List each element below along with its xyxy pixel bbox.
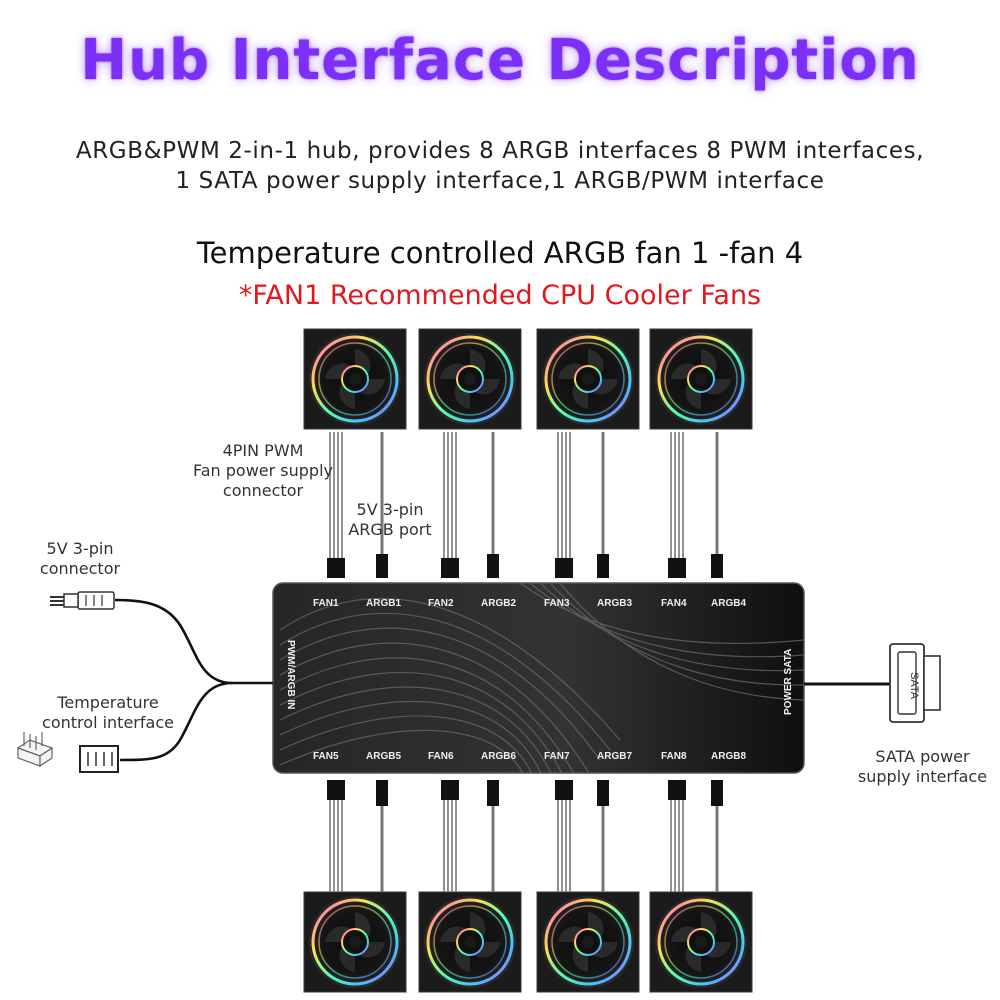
fan-5-icon <box>302 890 408 994</box>
port-label-argb2: ARGB2 <box>481 598 516 609</box>
fan-6-icon <box>417 890 523 994</box>
port-label-fan5: FAN5 <box>313 751 339 762</box>
temperature-interface-label-line-1: Temperature <box>57 693 159 712</box>
sata-plug-label: SATA <box>908 672 920 700</box>
diagram-subtitle: Temperature controlled ARGB fan 1 -fan 4 <box>196 236 804 270</box>
temperature-interface-label: Temperature control interface <box>28 693 188 733</box>
temperature-interface-label-line-2: control interface <box>42 713 174 732</box>
fan-3-icon <box>535 327 641 431</box>
argb-port-label-line-2: ARGB port <box>348 520 432 539</box>
hub-power-side-label: POWER SATA <box>783 649 794 715</box>
port-label-fan8: FAN8 <box>661 751 687 762</box>
hub-body: FAN1 ARGB1 FAN2 ARGB2 FAN3 ARGB3 FAN4 AR… <box>272 582 805 774</box>
page-title: Hub Interface Description <box>80 28 920 93</box>
description-line-1: ARGB&PWM 2-in-1 hub, provides 8 ARGB int… <box>75 138 925 164</box>
sata-interface-label-line-1: SATA power <box>875 747 970 766</box>
port-label-argb8: ARGB8 <box>711 751 746 762</box>
port-label-fan2: FAN2 <box>428 598 454 609</box>
motherboard-header-icon <box>16 732 54 768</box>
bottom-connectors <box>327 780 723 806</box>
hub-bottom-port-labels: FAN5 ARGB5 FAN6 ARGB6 FAN7 ARGB7 FAN8 AR… <box>313 751 746 762</box>
top-cables <box>329 432 719 560</box>
input-y-cable <box>114 598 273 762</box>
bottom-cables <box>329 800 719 892</box>
sata-cable: SATA <box>804 643 941 723</box>
hub-input-side-label: PWM/ARGB IN <box>285 640 296 709</box>
description-line-2: 1 SATA power supply interface,1 ARGB/PWM… <box>175 168 825 194</box>
left-connector-label-line-2: connector <box>39 559 121 578</box>
left-connector-label: 5V 3-pin connector <box>20 539 140 579</box>
port-label-fan3: FAN3 <box>544 598 570 609</box>
sata-interface-label: SATA power supply interface <box>850 747 995 787</box>
port-label-argb1: ARGB1 <box>366 598 401 609</box>
pwm-connector-label-line-1: 4PIN PWM <box>222 441 304 460</box>
port-label-fan4: FAN4 <box>661 598 687 609</box>
fan-7-icon <box>535 890 641 994</box>
top-connectors <box>327 554 723 578</box>
fan-4-icon <box>648 327 754 431</box>
hub-top-port-labels: FAN1 ARGB1 FAN2 ARGB2 FAN3 ARGB3 FAN4 AR… <box>313 598 746 609</box>
port-label-argb7: ARGB7 <box>597 751 632 762</box>
port-label-argb5: ARGB5 <box>366 751 401 762</box>
pwm-connector-label-line-3: connector <box>222 481 304 500</box>
port-label-fan1: FAN1 <box>313 598 339 609</box>
fan1-cable <box>329 432 343 560</box>
left-connector-label-line-1: 5V 3-pin <box>46 539 114 558</box>
port-label-argb3: ARGB3 <box>597 598 632 609</box>
temperature-connector-icon <box>79 745 119 773</box>
fan-1-icon <box>302 327 408 431</box>
argb-port-label-line-1: 5V 3-pin <box>356 500 424 519</box>
pwm-connector-label-line-2: Fan power supply <box>192 461 333 480</box>
port-label-fan6: FAN6 <box>428 751 454 762</box>
port-label-argb4: ARGB4 <box>711 598 746 609</box>
port-label-fan7: FAN7 <box>544 751 570 762</box>
fan-8-icon <box>648 890 754 994</box>
argb-3pin-plug-icon <box>50 591 115 610</box>
port-label-argb6: ARGB6 <box>481 751 516 762</box>
fan-2-icon <box>417 327 523 431</box>
argb-port-label: 5V 3-pin ARGB port <box>340 500 440 540</box>
sata-interface-label-line-2: supply interface <box>857 767 988 786</box>
pwm-connector-label: 4PIN PWM Fan power supply connector <box>168 441 358 501</box>
cpu-fan-recommendation: *FAN1 Recommended CPU Cooler Fans <box>238 280 762 311</box>
